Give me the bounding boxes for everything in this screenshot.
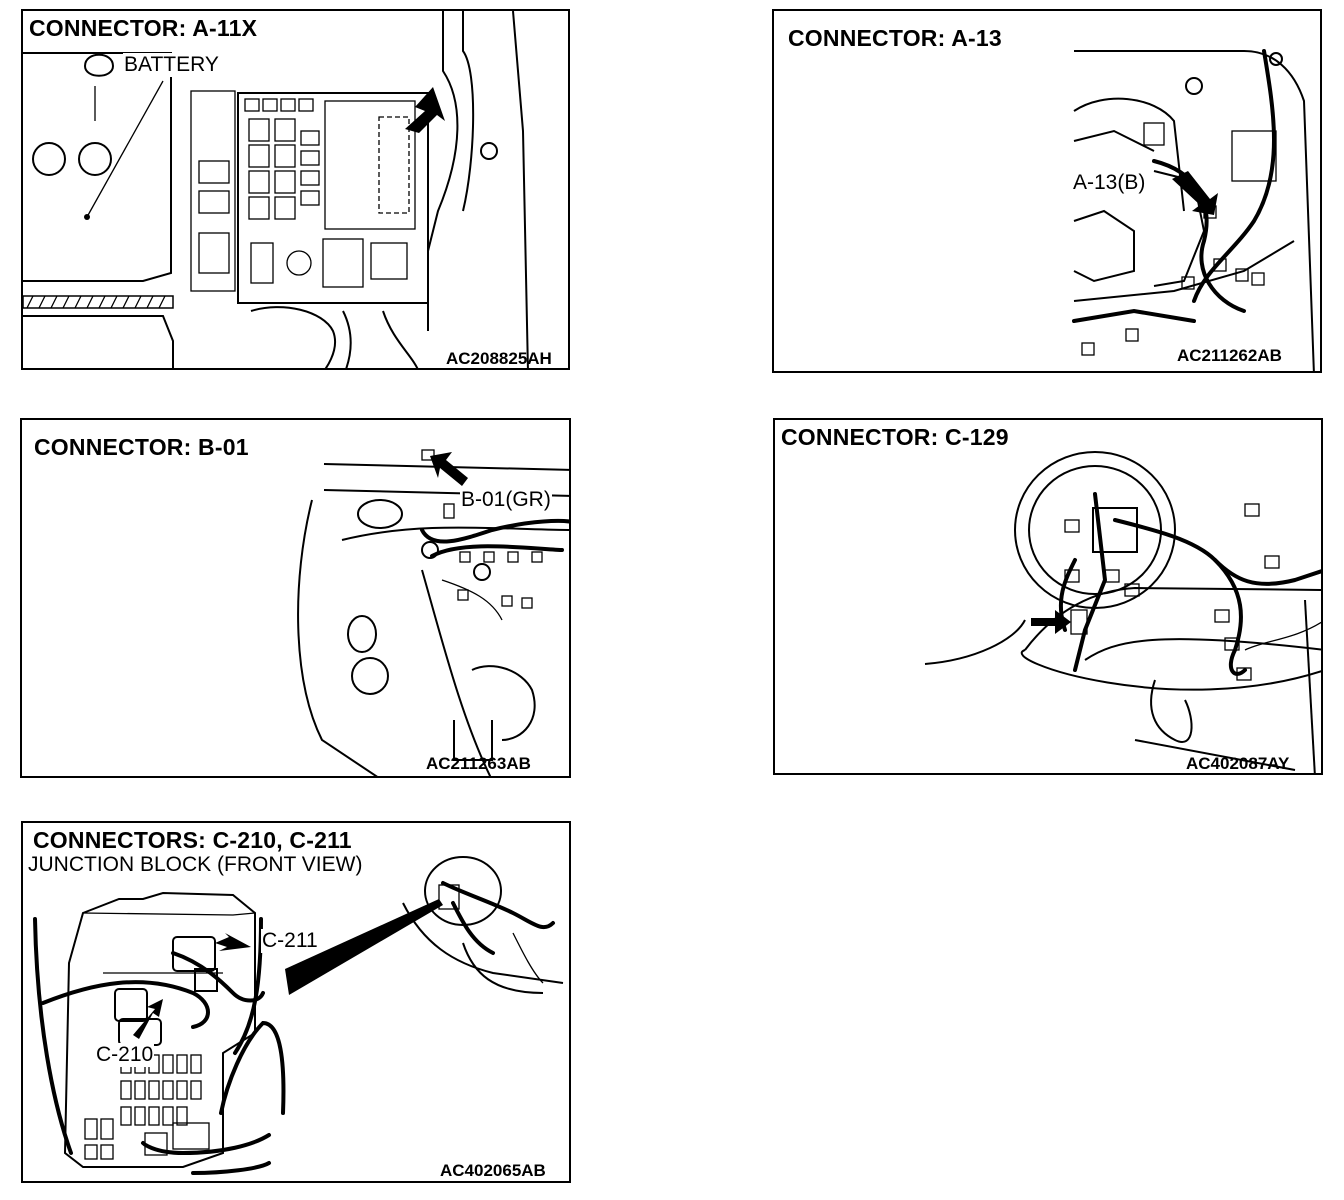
- black-arrow-icon: [1172, 171, 1218, 215]
- figure-code: AC402087AY: [1186, 754, 1290, 773]
- connector-b01-label: B-01(GR): [460, 488, 552, 512]
- panel-title: CONNECTOR: A-13: [788, 25, 1002, 51]
- panel-subtitle: JUNCTION BLOCK (FRONT VIEW): [28, 853, 363, 876]
- panel-connector-b01: CONNECTOR: B-01 B-01(GR) AC211263AB: [20, 418, 571, 778]
- connector-c211-label: C-211: [261, 929, 319, 953]
- panel-title: CONNECTORS: C-210, C-211: [33, 827, 352, 853]
- black-arrow-icon: [1031, 610, 1071, 634]
- dashboard-harness-c129-illustration: [924, 451, 1321, 773]
- black-arrow-icon: [133, 999, 163, 1039]
- battery-label: BATTERY: [123, 53, 220, 77]
- black-arrow-icon: [215, 933, 251, 951]
- panel-connector-a13: CONNECTOR: A-13 A-13(B) AC211262AB: [772, 9, 1322, 373]
- black-arrow-icon: [430, 452, 468, 486]
- engine-bay-battery-illustration: [23, 11, 529, 368]
- battery-leader-line: [86, 80, 164, 218]
- panel-title: CONNECTOR: B-01: [34, 434, 249, 460]
- panel-connectors-c210-c211: CONNECTORS: C-210, C-211 JUNCTION BLOCK …: [21, 821, 571, 1183]
- panel-title: CONNECTOR: A-11X: [29, 15, 258, 41]
- panel-connector-a11x: CONNECTOR: A-11X BATTERY AC208825AH: [21, 9, 570, 370]
- junction-block-illustration: [33, 856, 564, 1175]
- connector-c210-label: C-210: [95, 1043, 155, 1067]
- engine-harness-a13-illustration: [1072, 49, 1315, 371]
- black-arrow-icon: [405, 87, 445, 133]
- figure-code: AC211263AB: [426, 754, 531, 773]
- figure-code: AC402065AB: [440, 1161, 546, 1180]
- connector-a13-label: A-13(B): [1072, 171, 1147, 195]
- figure-code: AC211262AB: [1177, 346, 1282, 365]
- engine-harness-b01-illustration: [297, 449, 569, 776]
- panel-connector-c129: CONNECTOR: C-129 AC402087AY: [773, 418, 1323, 775]
- figure-code: AC208825AH: [446, 349, 552, 368]
- panel-title: CONNECTOR: C-129: [781, 424, 1009, 450]
